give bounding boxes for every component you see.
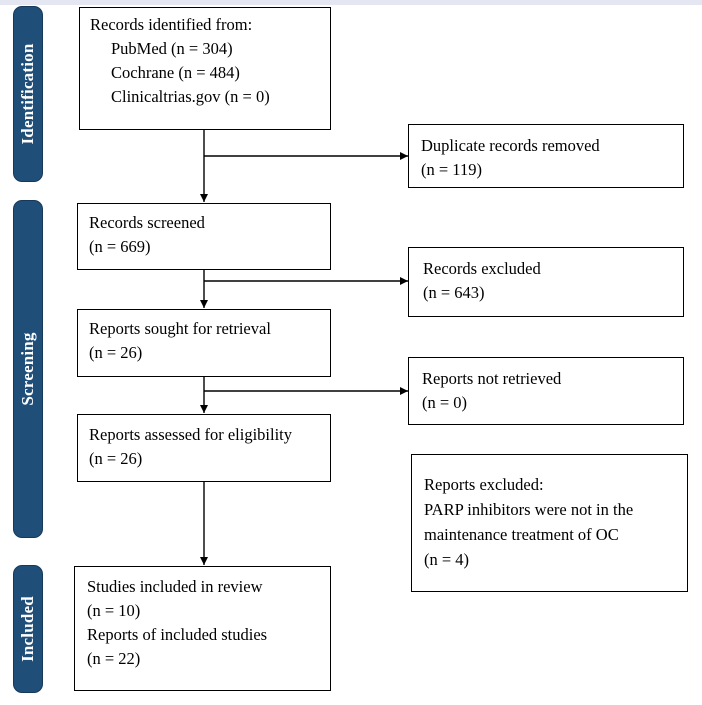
source-pubmed: PubMed (n = 304) (111, 39, 233, 58)
box-reports-not-retrieved: Reports not retrieved (n = 0) (408, 357, 684, 425)
records-identified-heading: Records identified from: (90, 15, 253, 34)
studies-included-count: (n = 10) (87, 601, 141, 620)
reports-excluded-heading: Reports excluded: (424, 475, 544, 494)
box-duplicates-removed: Duplicate records removed (n = 119) (408, 124, 684, 188)
screened-label: Records screened (89, 213, 205, 232)
excluded-count: (n = 643) (423, 283, 485, 302)
source-clinicaltrials: Clinicaltrias.gov (n = 0) (111, 87, 270, 106)
source-cochrane: Cochrane (n = 484) (111, 63, 240, 82)
reports-included-count: (n = 22) (87, 649, 141, 668)
box-records-screened: Records screened (n = 669) (77, 203, 331, 270)
reports-included-label: Reports of included studies (87, 625, 268, 644)
duplicates-label: Duplicate records removed (421, 136, 600, 155)
phase-identification: Identification (13, 6, 43, 182)
reports-excluded-count: (n = 4) (424, 550, 470, 569)
phase-included: Included (13, 565, 43, 693)
studies-included-label: Studies included in review (87, 577, 263, 596)
top-strip (0, 0, 702, 5)
excluded-label: Records excluded (423, 259, 541, 278)
not-retrieved-label: Reports not retrieved (422, 369, 562, 388)
box-records-excluded: Records excluded (n = 643) (408, 247, 684, 317)
box-studies-included: Studies included in review (n = 10) Repo… (74, 566, 331, 691)
sought-count: (n = 26) (89, 343, 143, 362)
box-reports-assessed: Reports assessed for eligibility (n = 26… (77, 414, 331, 482)
reports-excluded-reason-2: maintenance treatment of OC (424, 525, 619, 544)
assessed-label: Reports assessed for eligibility (89, 425, 293, 444)
assessed-count: (n = 26) (89, 449, 143, 468)
phase-screening: Screening (13, 200, 43, 538)
sought-label: Reports sought for retrieval (89, 319, 271, 338)
box-records-identified: Records identified from: PubMed (n = 304… (79, 7, 331, 130)
duplicates-count: (n = 119) (421, 160, 482, 179)
box-reports-sought: Reports sought for retrieval (n = 26) (77, 309, 331, 377)
screened-count: (n = 669) (89, 237, 151, 256)
box-reports-excluded: Reports excluded: PARP inhibitors were n… (411, 454, 688, 592)
not-retrieved-count: (n = 0) (422, 393, 468, 412)
reports-excluded-reason-1: PARP inhibitors were not in the (424, 500, 634, 519)
